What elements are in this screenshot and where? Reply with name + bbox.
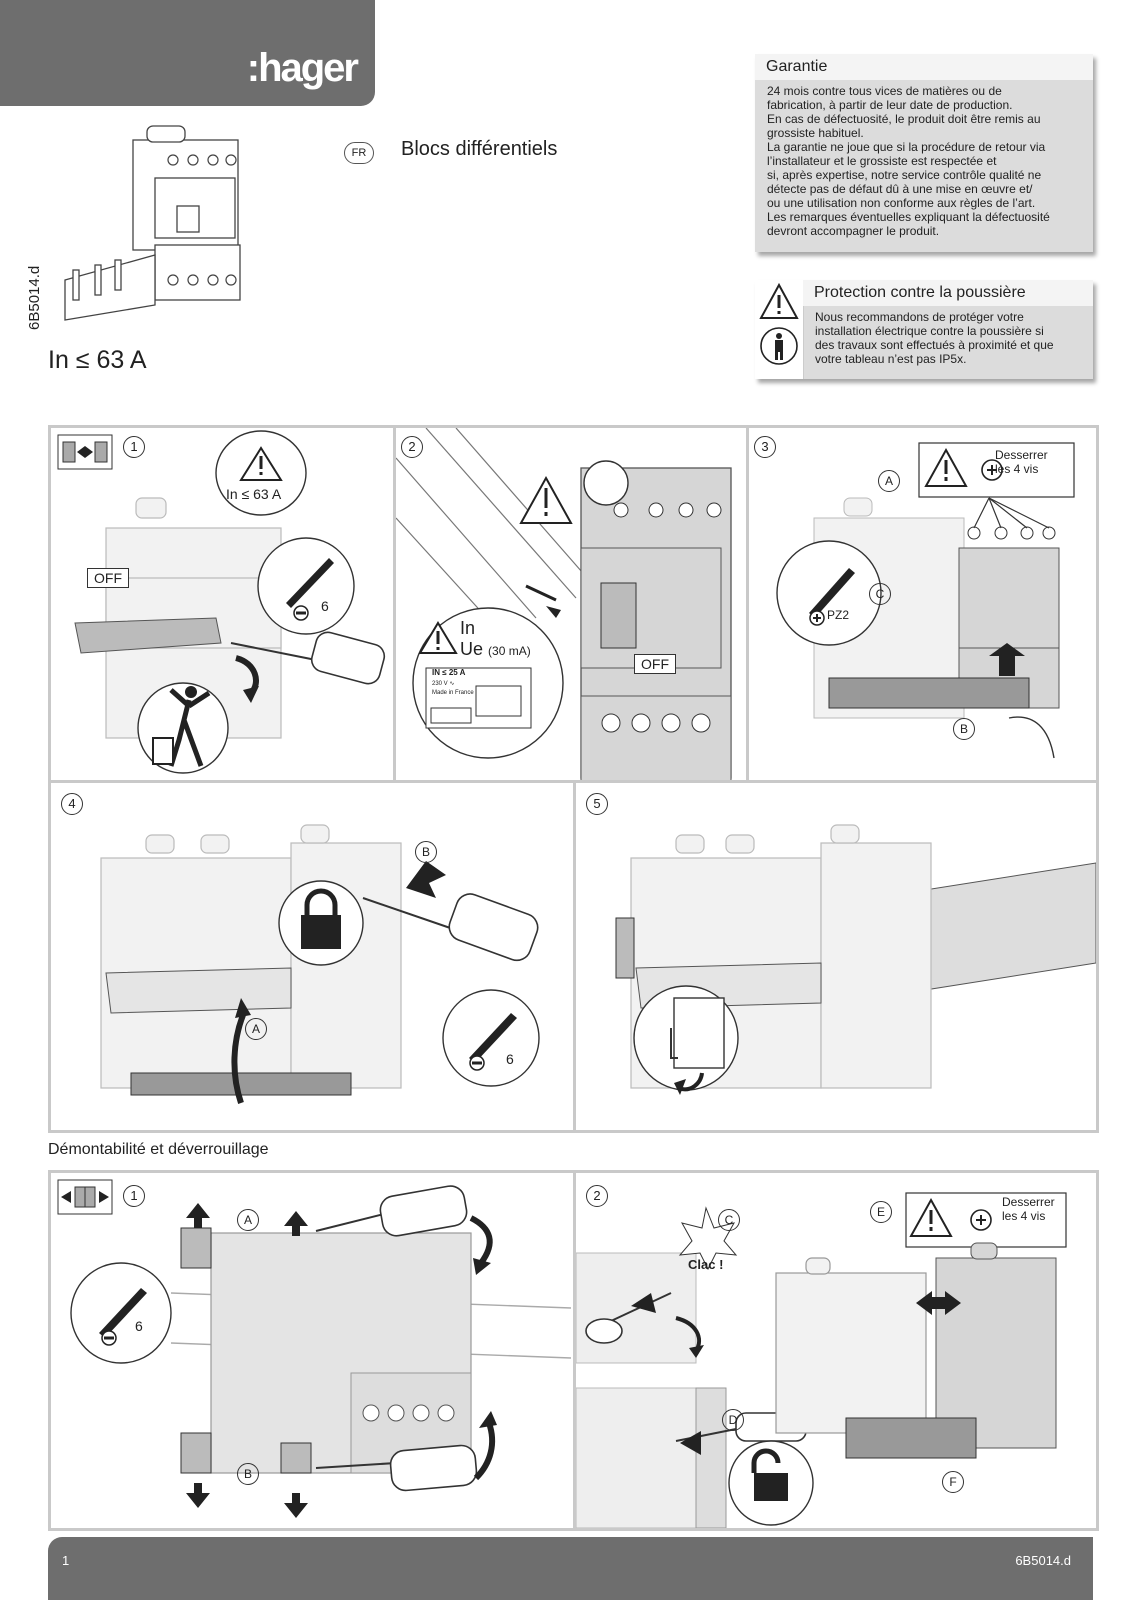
tool-size-label: PZ2 (827, 608, 850, 622)
step-1-warning-text: In ≤ 63 A (226, 486, 282, 502)
marker-b: B (415, 841, 437, 863)
warranty-title: Garantie (755, 54, 1093, 80)
language-badge: FR (344, 142, 374, 164)
marker-b: B (237, 1463, 259, 1485)
step-number: 5 (586, 793, 608, 815)
marker-c: C (869, 583, 891, 605)
dismantling-icon (57, 1179, 113, 1215)
tool-size-label: 6 (135, 1318, 143, 1334)
dust-text: Nous recommandons de protéger votre inst… (815, 310, 1054, 366)
step-number: 3 (754, 436, 776, 458)
tool-size-label: 6 (321, 598, 329, 614)
off-label: OFF (634, 654, 676, 674)
click-label: Clac ! (688, 1257, 724, 1272)
assembly-icon (57, 434, 113, 470)
step-4-illustration (100, 824, 540, 1104)
footer-reference: 6B5014.d (1015, 1553, 1071, 1568)
dismantling-step-1-panel: 1 A B 6 (48, 1170, 576, 1531)
marker-a: A (237, 1209, 259, 1231)
marker-c: C (718, 1209, 740, 1231)
label-ue: Ue (30 mA) (460, 639, 531, 659)
hager-logo: :hager (246, 46, 359, 90)
rating-label: In ≤ 63 A (48, 346, 147, 374)
step-2-illustration (396, 428, 732, 782)
assembly-step-4-panel: 4 B A 6 (48, 780, 576, 1133)
dust-title: Protection contre la poussière (803, 280, 1093, 306)
dust-protection-box: Protection contre la poussière Nous reco… (755, 280, 1093, 379)
page-number: 1 (62, 1553, 70, 1568)
step-number: 4 (61, 793, 83, 815)
marker-f: F (942, 1471, 964, 1493)
marker-b: B (953, 718, 975, 740)
assembly-step-3-panel: 3 Desserrer les 4 vis A C B PZ2 (746, 425, 1099, 786)
footer-bar: 1 6B5014.d (48, 1537, 1093, 1600)
tool-size-label: 6 (506, 1051, 514, 1067)
assembly-step-1-panel: 1 In ≤ 63 A OFF 6 (48, 425, 396, 786)
step-number: 1 (123, 1185, 145, 1207)
step-number: 1 (123, 436, 145, 458)
off-label: OFF (87, 568, 129, 588)
warranty-box: Garantie 24 mois contre tous vices de ma… (755, 54, 1093, 252)
assembly-step-5-panel: 5 (573, 780, 1099, 1133)
step-number: 2 (586, 1185, 608, 1207)
dismantling-heading: Démontabilité et déverrouillage (48, 1141, 269, 1158)
brand-header: :hager (0, 0, 375, 106)
plate-voltage: 230 V ∿ (432, 681, 455, 687)
document-reference-vertical: 6B5014.d (26, 265, 43, 330)
label-in: In (460, 618, 476, 638)
plate-rating: IN ≤ 25 A (432, 668, 466, 677)
dust-icons (755, 280, 804, 379)
warranty-text: 24 mois contre tous vices de matières ou… (767, 84, 1050, 238)
step-3-illustration (776, 442, 1075, 759)
loosen-text: Desserrer les 4 vis (1002, 1195, 1055, 1223)
dismantling-1-illustration (70, 1185, 572, 1518)
marker-a: A (878, 470, 900, 492)
loosen-text: Desserrer les 4 vis (995, 448, 1048, 476)
marker-d: D (722, 1409, 744, 1431)
step-5-illustration (615, 824, 1096, 1095)
product-title: Blocs différentiels (401, 138, 558, 160)
product-illustration (64, 125, 241, 321)
marker-a: A (245, 1018, 267, 1040)
assembly-step-2-panel: In Ue (30 mA) IN ≤ 25 A 230 V ∿ Made in … (393, 425, 749, 786)
step-number: 2 (401, 436, 423, 458)
warning-icon (759, 282, 799, 365)
dismantling-2-illustration (576, 1192, 1067, 1528)
plate-origin: Made in France (432, 690, 474, 696)
marker-e: E (870, 1201, 892, 1223)
dismantling-step-2-panel: 2 Clac ! Desserrer les 4 vis (573, 1170, 1099, 1531)
step-1-illustration (74, 430, 386, 774)
